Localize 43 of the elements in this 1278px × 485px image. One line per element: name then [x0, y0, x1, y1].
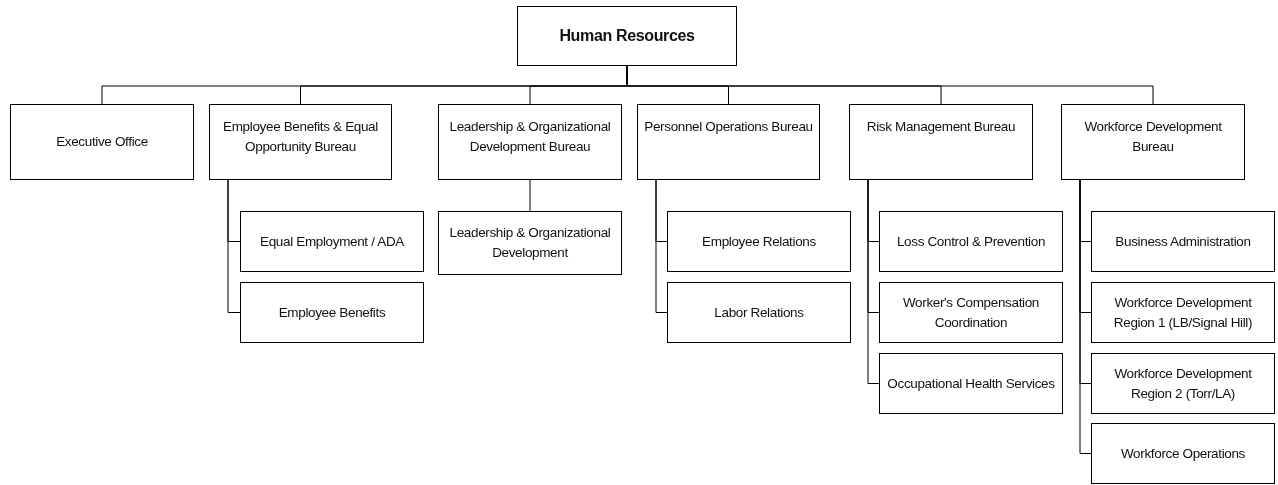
unit-box — [438, 211, 622, 275]
unit-box — [240, 211, 424, 272]
unit-box — [879, 353, 1063, 414]
box-label: Employee Benefits & Equal Opportunity Bureau — [222, 118, 379, 156]
box-label: Labor Relations — [714, 303, 804, 322]
connector-line — [867, 179, 880, 384]
connector-line — [529, 179, 531, 212]
bureau-box — [438, 104, 622, 180]
bureau-box — [849, 104, 1033, 180]
connector-line — [227, 179, 241, 313]
box-label: Loss Control & Prevention — [896, 232, 1046, 251]
box-label: Workforce Operations — [1120, 444, 1246, 463]
box-label: Workforce Development Region 2 (Torr/LA) — [1113, 364, 1253, 403]
box-label: Personnel Operations Bureau — [644, 118, 813, 136]
department-box — [517, 6, 737, 66]
unit-box — [1091, 211, 1275, 272]
bureau-box — [209, 104, 392, 180]
unit-box — [1091, 423, 1275, 484]
box-label: Employee Relations — [702, 232, 816, 251]
box-label: Employee Benefits — [278, 303, 386, 322]
unit-box — [879, 282, 1063, 343]
bureau-box — [1061, 104, 1245, 180]
box-label: Business Administration — [1115, 232, 1251, 251]
unit-box — [1091, 282, 1275, 343]
unit-box — [240, 282, 424, 343]
box-label: Worker's Compensation Coordination — [901, 293, 1040, 332]
connector-line — [1079, 179, 1092, 454]
box-label: Executive Office — [56, 133, 148, 152]
bureau-box — [10, 104, 194, 180]
box-label: Occupational Health Services — [887, 374, 1055, 393]
box-label: Human Resources — [559, 26, 695, 47]
unit-box — [1091, 353, 1275, 414]
connector-line — [655, 179, 668, 313]
box-label: Equal Employment / ADA — [260, 232, 404, 251]
box-label: Leadership & Organizational Development Bureau — [448, 118, 612, 156]
box-label: Workforce Development Region 1 (LB/Signal Hill) — [1112, 293, 1254, 332]
unit-box — [667, 282, 851, 343]
box-label: Leadership & Organizational Development — [448, 224, 612, 262]
box-label: Risk Management Bureau — [866, 118, 1016, 136]
unit-box — [879, 211, 1063, 272]
bureau-box — [637, 104, 820, 180]
unit-box — [667, 211, 851, 272]
box-label: Workforce Development Bureau — [1083, 118, 1223, 156]
